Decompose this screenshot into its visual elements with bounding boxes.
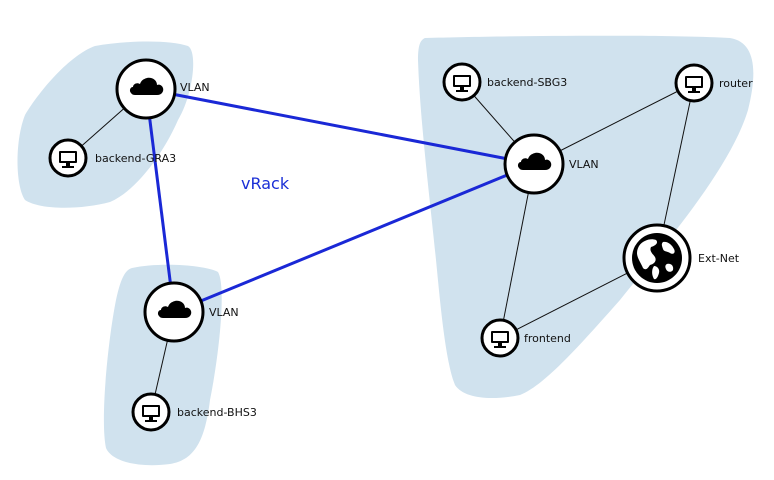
vrack-title: vRack xyxy=(241,174,290,193)
node-label: backend-GRA3 xyxy=(95,152,176,165)
node-vlan-gra[interactable]: VLAN xyxy=(115,58,210,120)
node-backend-sbg3[interactable]: backend-SBG3 xyxy=(442,62,567,102)
globe-icon xyxy=(632,233,682,283)
node-label: VLAN xyxy=(180,81,210,94)
node-label: backend-BHS3 xyxy=(177,406,257,419)
node-label: VLAN xyxy=(209,306,239,319)
region-sbg xyxy=(418,35,754,398)
node-backend-bhs3[interactable]: backend-BHS3 xyxy=(131,392,257,432)
node-label: frontend xyxy=(524,332,571,345)
node-vlan-bhs[interactable]: VLAN xyxy=(143,281,239,343)
node-ext-net[interactable]: Ext-Net xyxy=(622,223,740,293)
node-backend-gra3[interactable]: backend-GRA3 xyxy=(48,138,176,178)
vrack-link xyxy=(145,87,535,166)
node-router[interactable]: router xyxy=(674,63,753,103)
node-label: backend-SBG3 xyxy=(487,76,567,89)
node-label: Ext-Net xyxy=(698,252,740,265)
node-label: router xyxy=(719,77,753,90)
vrack-link xyxy=(144,88,176,313)
node-label: VLAN xyxy=(569,158,599,171)
node-frontend[interactable]: frontend xyxy=(480,318,571,358)
node-vlan-sbg[interactable]: VLAN xyxy=(503,133,599,195)
vrack-link xyxy=(173,162,535,314)
